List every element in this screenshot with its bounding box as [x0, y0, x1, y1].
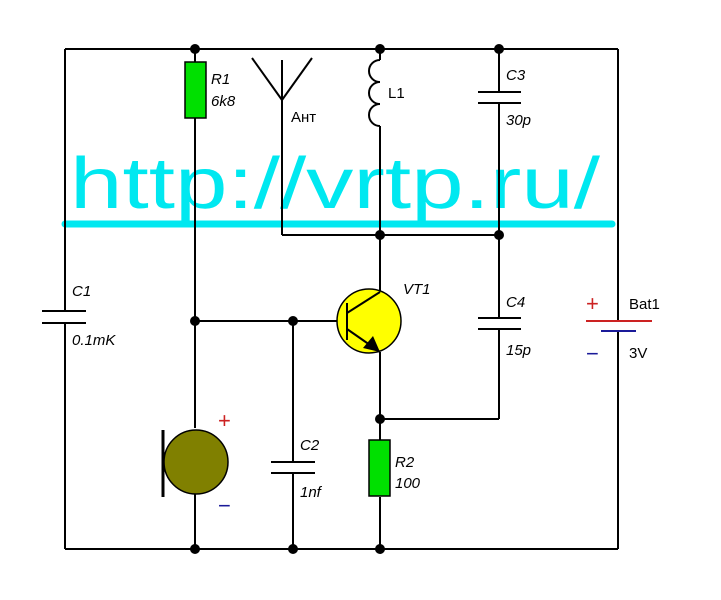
c2-ref: C2	[300, 437, 320, 454]
wires	[64, 48, 619, 550]
bat-minus-sign: −	[586, 341, 599, 366]
junction-dot	[288, 544, 298, 554]
vt1-emitter-arrow	[363, 336, 380, 352]
c2-value: 1nf	[300, 484, 323, 501]
vt1-collector	[346, 291, 381, 314]
resistor-r2: R2 100	[368, 439, 421, 497]
junction-dot	[494, 230, 504, 240]
r1-ref: R1	[211, 71, 230, 88]
inductor-l1: L1	[368, 59, 405, 127]
r2-ref: R2	[395, 454, 415, 471]
c4-value: 15p	[506, 342, 531, 359]
c3-value: 30p	[506, 112, 531, 129]
antenna-arm-right	[281, 57, 313, 101]
junction-dot	[375, 44, 385, 54]
capacitor-c2: C2 1nf	[271, 437, 323, 501]
battery-bat1: + − Bat1 3V	[586, 291, 660, 366]
r2-value: 100	[395, 475, 421, 492]
junction-dot	[375, 230, 385, 240]
junction-dot	[190, 544, 200, 554]
r1-value: 6k8	[211, 93, 236, 110]
vt1-ref: VT1	[403, 281, 431, 298]
c1-value: 0.1mK	[72, 332, 116, 349]
mic-body	[163, 429, 229, 495]
l1-ref: L1	[388, 85, 405, 102]
capacitor-c4: C4 15p	[478, 294, 531, 359]
watermark-text: http://vrtp.ru/	[70, 144, 600, 224]
watermark: http://vrtp.ru/	[61, 144, 616, 228]
antenna-icon: Ант	[251, 57, 316, 126]
junction-dot	[375, 414, 385, 424]
r1-body	[184, 61, 207, 119]
bat1-ref: Bat1	[629, 296, 660, 313]
antenna-arm-left	[251, 57, 283, 101]
mic-minus-sign: −	[218, 493, 231, 518]
capacitor-c1: C1 0.1mK	[42, 283, 116, 349]
mic-plus-sign: +	[218, 408, 231, 433]
junction-dot	[190, 44, 200, 54]
bat-plus-sign: +	[586, 291, 599, 316]
junctions	[190, 44, 504, 554]
c1-ref: C1	[72, 283, 91, 300]
junction-dot	[190, 316, 200, 326]
junction-dot	[494, 44, 504, 54]
junction-dot	[375, 544, 385, 554]
microphone-icon: + −	[161, 408, 231, 518]
r2-body	[368, 439, 391, 497]
c3-ref: C3	[506, 67, 526, 84]
resistor-r1: R1 6k8	[184, 61, 236, 119]
junction-dot	[288, 316, 298, 326]
antenna-label: Ант	[291, 109, 316, 126]
capacitor-c3: C3 30p	[478, 67, 531, 129]
transistor-vt1: VT1	[336, 281, 431, 354]
vt1-body	[336, 288, 402, 354]
bat1-value: 3V	[629, 345, 647, 362]
c4-ref: C4	[506, 294, 525, 311]
l1-coil	[368, 59, 381, 127]
